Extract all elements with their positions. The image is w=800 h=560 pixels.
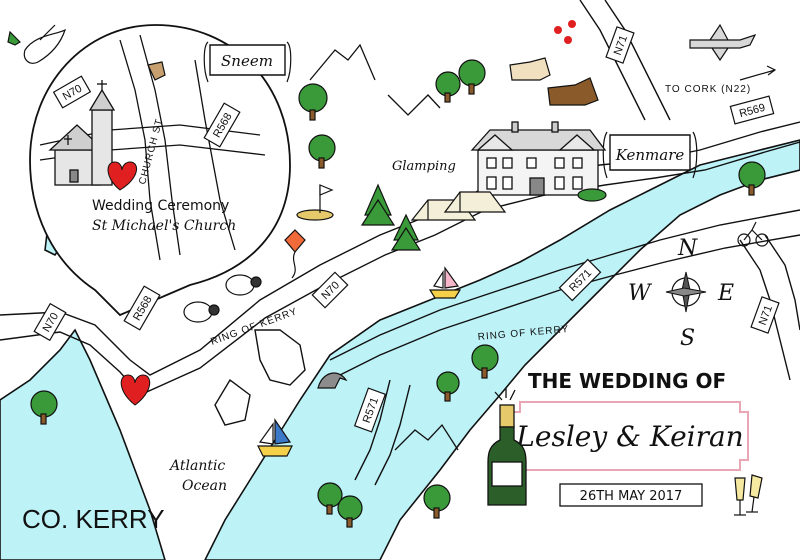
atlantic-label-line2: Ocean	[182, 478, 227, 494]
sailboat-icon	[257, 418, 293, 457]
glamping-label: Glamping	[392, 159, 456, 174]
dove-icon	[7, 24, 67, 64]
compass-south: S	[680, 326, 695, 351]
kenmare-house-icon	[470, 121, 607, 196]
sailboat-icon	[428, 266, 462, 299]
tree-icon	[30, 59, 766, 528]
road-sign-n70-c: N70	[311, 271, 349, 309]
compass-rose-icon: N E W S	[628, 236, 734, 351]
to-cork-label: TO CORK (N22)	[665, 84, 751, 95]
compass-west: W	[628, 281, 653, 306]
kenmare-banner: Kenmare	[602, 131, 698, 179]
ceremony-title: Wedding Ceremony	[92, 198, 229, 214]
to-cork-arrow	[739, 65, 777, 81]
golf-flag-icon	[296, 184, 334, 221]
svg-text:Kenmare: Kenmare	[615, 146, 685, 164]
road-sign-n70-b: N70	[33, 302, 67, 342]
kite-icon	[284, 229, 306, 279]
church-icon	[48, 80, 116, 186]
ceremony-subtitle: St Michael's Church	[92, 218, 236, 234]
heart-icon	[554, 20, 576, 44]
couple-names: Lesley & Keiran	[515, 420, 743, 453]
road-sign-r571-b: R571	[353, 387, 387, 433]
wedding-date-box: 26TH MAY 2017	[559, 483, 703, 507]
wedding-plaque: Lesley & Keiran	[511, 401, 749, 471]
svg-text:Sneem: Sneem	[221, 52, 273, 70]
champagne-bottle-icon	[487, 388, 527, 506]
road-sign-n71-b: N71	[750, 296, 780, 334]
village-inset: CHURCH ST Wedding Ceremony St Michael's …	[7, 24, 291, 317]
region-label: CO. KERRY	[22, 504, 165, 534]
heart-icon	[120, 374, 151, 406]
sheep-icon	[183, 274, 262, 323]
mountain-icon	[309, 43, 459, 451]
compass-east: E	[717, 281, 734, 306]
wedding-heading: THE WEDDING OF	[528, 369, 726, 393]
island	[254, 329, 306, 386]
glamping-tents-icon	[410, 191, 507, 221]
champagne-glasses-icon	[734, 474, 763, 516]
horse-icon	[509, 57, 599, 106]
airplane-icon	[689, 23, 757, 62]
sneem-banner: Sneem	[203, 41, 292, 83]
road-sign-n71-a: N71	[605, 26, 635, 64]
heart-icon	[107, 161, 138, 191]
island	[214, 378, 251, 426]
bicycle-icon	[737, 221, 769, 247]
atlantic-label-line1: Atlantic	[168, 458, 225, 474]
wedding-date: 26TH MAY 2017	[580, 489, 683, 504]
compass-north: N	[677, 236, 698, 261]
bird-icon	[147, 61, 166, 81]
roads	[0, 0, 800, 486]
dolphin-icon	[317, 372, 348, 389]
road-sign-n70-a: N70	[52, 75, 92, 109]
road-sign-r569: R569	[729, 95, 775, 125]
